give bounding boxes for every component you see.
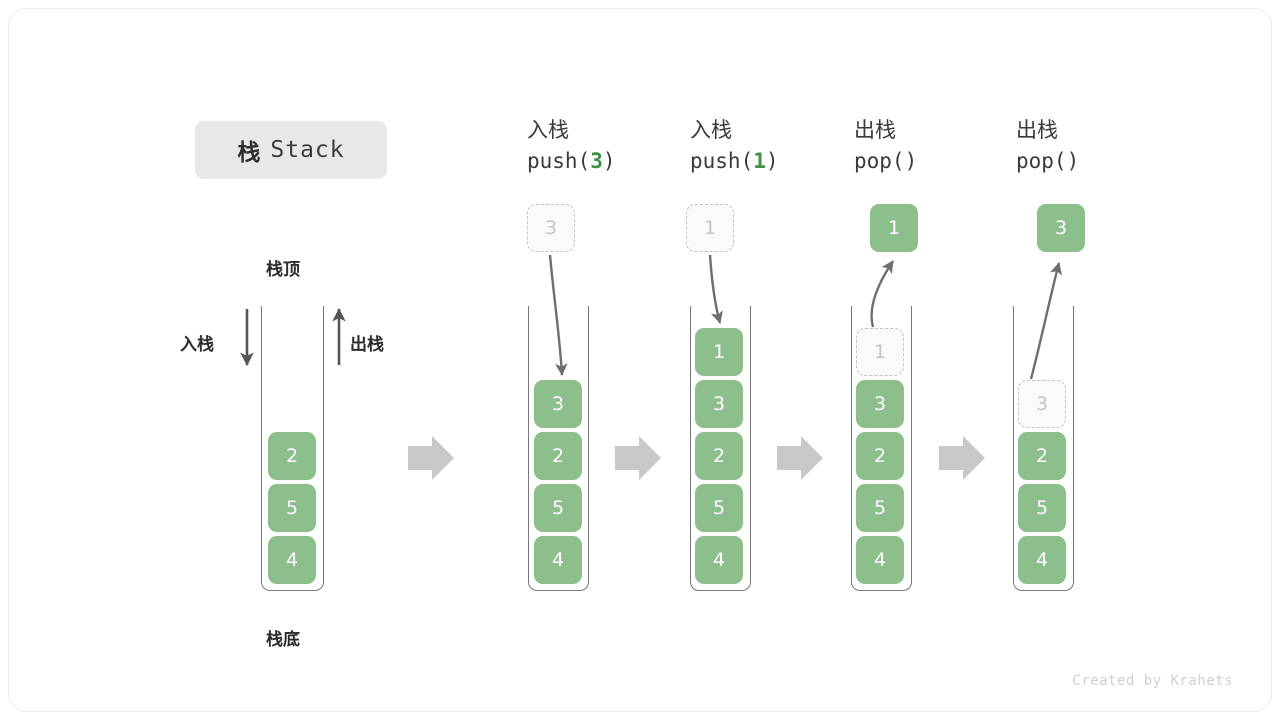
floating-cell-popped: 1: [870, 204, 918, 252]
step-separator-arrow: [615, 436, 661, 480]
floating-cell-ghost: 3: [527, 204, 575, 252]
stack-container-step-2: [690, 306, 751, 591]
step-op-code: push(1): [690, 149, 779, 173]
stack-cell: 3: [534, 380, 582, 428]
label-pop-left: 出栈: [350, 335, 384, 355]
step-header-3: 出栈 pop(): [854, 115, 1054, 177]
step-header-4: 出栈 pop(): [1016, 115, 1216, 177]
stack-cell: 3: [856, 380, 904, 428]
title-cn: 栈: [237, 140, 261, 166]
stack-cell: 5: [268, 484, 316, 532]
label-push-left: 入栈: [180, 335, 214, 355]
floating-cell-popped: 3: [1037, 204, 1085, 252]
stack-cell-ghost: 3: [1018, 380, 1066, 428]
stack-cell: 2: [1018, 432, 1066, 480]
stack-cell: 4: [856, 536, 904, 584]
stack-container-step-3: [851, 306, 912, 591]
step-op-code: push(3): [527, 149, 616, 173]
stack-cell: 3: [695, 380, 743, 428]
step-op-code: pop(): [854, 149, 918, 173]
floating-cell-ghost: 1: [686, 204, 734, 252]
stack-cell: 2: [534, 432, 582, 480]
step-op-cn: 入栈: [527, 118, 569, 142]
label-stack-bottom: 栈底: [266, 630, 300, 650]
step-separator-arrow: [408, 436, 454, 480]
title-en: Stack: [270, 137, 345, 163]
stack-cell: 4: [1018, 536, 1066, 584]
stack-cell: 4: [268, 536, 316, 584]
stack-cell: 5: [534, 484, 582, 532]
stack-cell: 2: [695, 432, 743, 480]
stack-cell: 1: [695, 328, 743, 376]
stack-container-step-1: [528, 306, 589, 591]
stack-cell: 5: [856, 484, 904, 532]
step-header-2: 入栈 push(1): [690, 115, 890, 177]
step-op-cn: 入栈: [690, 118, 732, 142]
stack-cell: 4: [534, 536, 582, 584]
step-op-code: pop(): [1016, 149, 1080, 173]
page-card: 栈 Stack 栈顶 入栈 出栈 2 5 4 栈底 入栈 push(3) 3 3…: [8, 8, 1272, 712]
step-op-cn: 出栈: [854, 118, 896, 142]
step-separator-arrow: [777, 436, 823, 480]
stack-cell: 5: [1018, 484, 1066, 532]
stack-container-step-4: [1013, 306, 1074, 591]
stack-cell: 5: [695, 484, 743, 532]
stack-cell: 2: [268, 432, 316, 480]
stack-cell: 2: [856, 432, 904, 480]
title-badge: 栈 Stack: [195, 121, 387, 179]
stack-cell: 4: [695, 536, 743, 584]
stack-cell-ghost: 1: [856, 328, 904, 376]
step-header-1: 入栈 push(3): [527, 115, 727, 177]
label-stack-top: 栈顶: [266, 260, 300, 280]
step-op-cn: 出栈: [1016, 118, 1058, 142]
step-separator-arrow: [939, 436, 985, 480]
stack-container-initial: [261, 306, 324, 591]
credit-footer: Created by Krahets: [1072, 673, 1233, 689]
